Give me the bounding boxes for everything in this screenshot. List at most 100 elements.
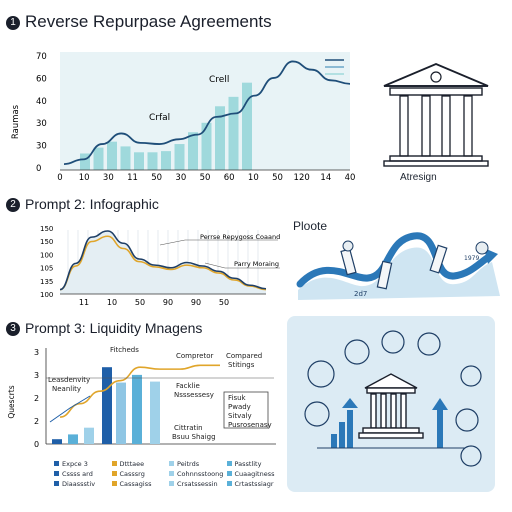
section2-badge: 2 — [6, 198, 20, 212]
legend-item: Crsatssessin — [169, 480, 223, 488]
legend-swatch — [111, 471, 117, 476]
x-tick-label: 50 — [135, 298, 145, 307]
y-tick-label: 2 — [34, 394, 39, 403]
dollar-icon — [304, 401, 330, 427]
bar — [120, 146, 131, 170]
legend-swatch — [226, 461, 232, 466]
bar — [161, 151, 171, 170]
legend-swatch — [226, 471, 232, 476]
bar — [215, 106, 225, 170]
wave-label-right: 1979 — [464, 255, 479, 262]
annotation-mid2-a: Cittratin — [174, 424, 203, 432]
x-tick-label: 50 — [200, 173, 211, 183]
legend-swatch — [54, 461, 59, 466]
arrow-head-icon — [484, 248, 498, 264]
bar — [68, 434, 78, 444]
legend-label: Peitrds — [177, 460, 200, 468]
chart-icon — [307, 360, 335, 388]
finance-illustration-panel — [287, 316, 495, 492]
legend-swatch — [54, 471, 59, 476]
section3-badge: 3 — [6, 322, 20, 336]
callout-line-3: Sitvaly — [228, 412, 252, 420]
series-line-orange — [59, 235, 267, 291]
legend-item: Cssss ard — [54, 470, 108, 478]
legend-item: Peitrds — [169, 460, 223, 468]
y-tick-label: 30 — [36, 119, 47, 129]
y-tick-label: 3 — [34, 348, 39, 357]
y-tick-label: 135 — [40, 278, 53, 286]
y-tick-label: 150 — [40, 225, 53, 233]
legend-item: Cuaagitness — [226, 470, 281, 478]
x-tick-label: 11 — [127, 173, 138, 183]
legend-swatch — [54, 481, 59, 486]
annotation-mid: Parry Moraing — [234, 260, 279, 268]
x-tick-label: 50 — [219, 298, 229, 307]
legend-swatch — [169, 481, 174, 486]
bar — [132, 374, 142, 444]
section1-badge: 1 — [6, 16, 20, 30]
legend-item: Dtttaee — [111, 460, 166, 468]
y-tick-label: 100 — [40, 251, 53, 259]
growth-bars — [331, 398, 448, 448]
legend-label: Cuaagitness — [234, 470, 275, 478]
y-axis-label: Raumas — [11, 104, 21, 139]
bar — [107, 141, 117, 170]
legend-item: Diaassstiv — [54, 480, 108, 488]
bar — [102, 367, 112, 444]
y-tick-label: 100 — [40, 291, 53, 299]
x-tick-label: 40 — [345, 173, 356, 183]
y-tick-label: 60 — [36, 74, 47, 84]
wave-pillars-illustration: 2d7 1979 — [296, 232, 500, 300]
legend-swatch — [169, 461, 174, 466]
legend-label: Cssss ard — [62, 470, 93, 478]
legend-label: Crsatssessin — [177, 480, 218, 488]
finance-illustration — [304, 330, 482, 467]
legend-marks — [325, 59, 344, 75]
lock-icon — [455, 408, 479, 432]
legend-label: Crtastssiagr — [234, 480, 274, 488]
legend-item: Cassagiss — [111, 480, 166, 488]
annotation-left-b: Neanlity — [52, 385, 82, 393]
annotation-mid-a: Facklie — [176, 382, 200, 390]
bank-illustration-label: Atresign — [400, 172, 437, 183]
gear-icon — [460, 365, 482, 387]
wave-label-left: 2d7 — [354, 290, 367, 298]
annotation-crfal: Crfal — [149, 113, 170, 123]
bar — [93, 147, 104, 170]
x-tick-label: 0 — [57, 173, 62, 183]
bar — [134, 152, 144, 170]
x-tick-label: 10 — [107, 298, 117, 307]
bar — [116, 382, 126, 444]
bar — [228, 96, 239, 170]
legend-swatch — [169, 471, 174, 476]
x-tick-label: 50 — [151, 173, 162, 183]
legend-item: Cohnnsstoong — [169, 470, 223, 478]
series-line-navy — [59, 230, 267, 291]
x-tick-label: 10 — [248, 173, 259, 183]
bank-icon — [358, 373, 424, 439]
x-tick-label: 90 — [163, 298, 173, 307]
pillar-icon — [376, 260, 393, 290]
trend-line — [59, 364, 220, 418]
legend-label: Passtlity — [234, 460, 262, 468]
legend-swatch — [111, 461, 117, 466]
x-tick-label: 11 — [79, 298, 89, 307]
shield-icon — [417, 332, 441, 356]
bar — [80, 153, 90, 170]
legend-item: Passtlity — [226, 460, 281, 468]
x-tick-label: 90 — [191, 298, 201, 307]
y-tick-label: 3 — [34, 371, 39, 380]
section2-title: 2 Prompt 2: Infographic — [6, 196, 159, 212]
bar — [150, 381, 160, 444]
bar — [188, 132, 198, 170]
emblem-icon — [430, 71, 442, 83]
area-fill — [60, 231, 266, 294]
section2-title-text: Prompt 2: Infographic — [25, 196, 159, 212]
coin-icon — [344, 339, 370, 365]
y-tick-label: 30 — [36, 142, 47, 152]
annotation-top1: Fitcheds — [110, 346, 139, 354]
